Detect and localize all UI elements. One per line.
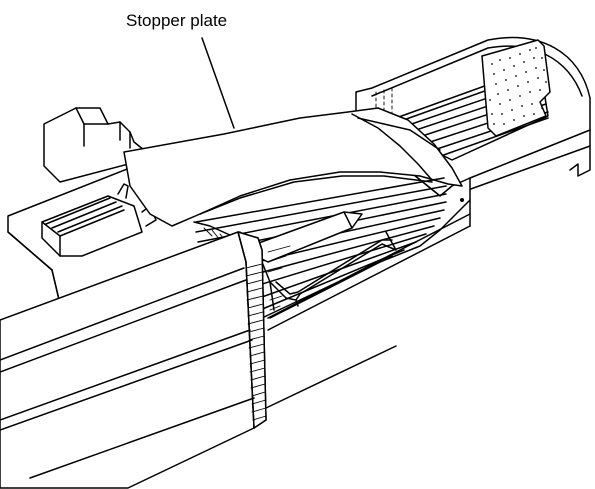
- deck-cover-block: [41, 183, 157, 257]
- rear-left-housing: [43, 107, 145, 183]
- stippled-end-plate: [481, 39, 551, 137]
- callout-leader-line: [201, 37, 235, 129]
- callout-label-stopper-plate: Stopper plate: [126, 11, 228, 30]
- front-housing-hatching: [245, 245, 291, 421]
- side-rail: [265, 198, 471, 409]
- front-housing: [0, 231, 291, 489]
